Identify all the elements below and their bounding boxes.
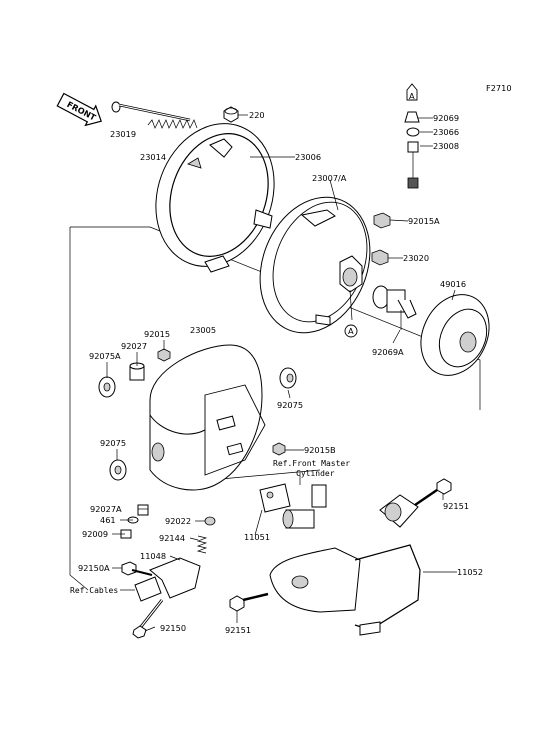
label-92015a: 92015A [408,216,440,226]
label-11051: 11051 [244,532,270,542]
label-23020: 23020 [403,253,429,263]
bracket-11048 [134,557,201,602]
label-23007a: 23007/A [312,173,347,183]
label-11048: 11048 [140,551,166,561]
grommet-92075-right [279,367,297,389]
label-23005: 23005 [190,325,216,335]
nut-92022 [204,516,216,526]
grommet-92075a [98,376,116,398]
label-92022: 92022 [165,516,191,526]
nut-220 [223,106,239,123]
label-92027a: 92027A [90,504,122,514]
nut-92015b [272,442,286,456]
label-92150: 92150 [160,623,186,633]
label-92009: 92009 [82,529,108,539]
callout-a-lower: A [344,324,358,338]
label-ref-front-master: Ref.Front Master [273,459,350,468]
grommet-92075-left [109,459,127,481]
part-labels: 220 23019 23014 23006 23007/A 92015A 230… [70,110,483,635]
label-92075-right: 92075 [277,400,303,410]
label-92151-bottom: 92151 [225,625,251,635]
bracket-11052 [269,494,421,636]
spring-92144 [196,535,208,554]
label-92069: 92069 [433,113,459,123]
bolt-92151-right [414,478,452,507]
screw-23019 [111,101,191,122]
headlight-housing-23005 [149,344,266,491]
grommet-23066 [406,127,420,137]
label-92027: 92027 [121,341,147,351]
bolt-92151-bottom [229,592,269,612]
label-92150a: 92150A [78,563,110,573]
clip-92015a [373,212,391,229]
label-220: 220 [249,110,265,120]
nut-92015 [157,348,171,362]
headlight-lens-23007a [259,196,371,334]
bolt-92150 [132,599,164,639]
label-ref-cylinder: Cylinder [296,469,335,478]
label-23014: 23014 [140,152,166,162]
label-92015b: 92015B [304,445,336,455]
label-92015: 92015 [144,329,170,339]
label-461: 461 [100,515,116,525]
bulb-92069a [372,285,417,330]
svg-text:A: A [348,326,354,336]
leader-lines [106,114,457,632]
cap-92069 [404,111,420,123]
label-23006: 23006 [295,152,321,162]
bracket-11051 [259,483,291,513]
clip-23020 [371,249,389,266]
label-49016: 49016 [440,279,466,289]
label-92151-right: 92151 [443,501,469,511]
label-92075-left: 92075 [100,438,126,448]
spring-23014 [147,119,198,129]
bolt-92150a [121,561,153,576]
front-arrow-icon: FRONT [56,92,102,127]
master-cylinder-fitting [282,484,327,529]
svg-text:A: A [409,91,415,101]
headlight-rim-23006 [155,123,275,273]
collar-92027 [129,362,145,381]
socket-23008 [407,141,419,189]
label-92075a: 92075A [89,351,121,361]
collar-92027a [137,504,149,516]
label-ref-cables: Ref.Cables [70,586,118,595]
label-92144: 92144 [159,533,185,543]
label-23066: 23066 [433,127,459,137]
label-92069a: 92069A [372,347,404,357]
label-23019: 23019 [110,129,136,139]
dust-boot-49016 [420,294,490,376]
callout-a-upper: A [406,83,418,101]
label-23008: 23008 [433,141,459,151]
figure-code: F2710 [486,83,512,93]
label-11052: 11052 [457,567,483,577]
